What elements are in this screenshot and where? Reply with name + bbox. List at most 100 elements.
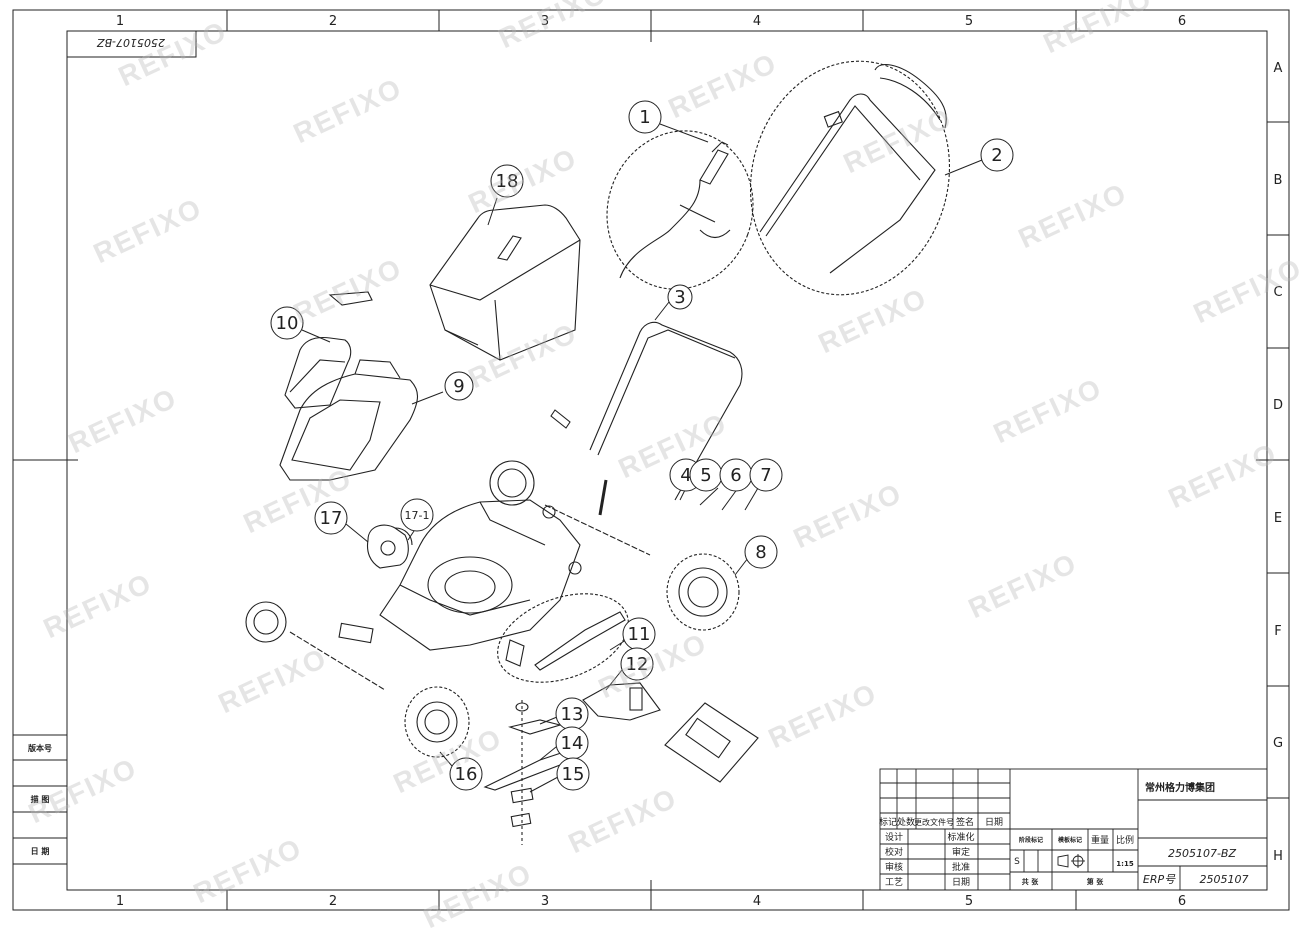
part-mulch-plug <box>582 682 661 721</box>
sign-mid-label: 标准化 <box>947 831 974 843</box>
drawing-number: 2505107-BZ <box>1168 847 1237 860</box>
callout-8: 8 <box>744 535 778 569</box>
grid-col-top-6: 6 <box>1178 14 1186 29</box>
rev-header: 日期 <box>985 817 1003 828</box>
callout-3: 3 <box>667 284 693 310</box>
callout-10: 10 <box>270 306 304 340</box>
callout-13: 13 <box>555 697 589 731</box>
stamp-date: 日 期 <box>31 846 50 856</box>
callout-number: 3 <box>674 287 685 308</box>
parts <box>245 60 951 845</box>
part-motor <box>366 524 413 569</box>
part-top-cover <box>279 359 419 481</box>
sheet-total: 共 张 <box>1022 877 1039 886</box>
sign-mid-label: 批准 <box>952 861 970 873</box>
grid-col-top-4: 4 <box>753 14 761 29</box>
callout-number: 5 <box>700 465 711 486</box>
erp-label: ERP号 <box>1143 873 1176 886</box>
grid-col-top-2: 2 <box>329 14 337 29</box>
grid-row-C: C <box>1273 285 1282 300</box>
callout-number: 7 <box>760 465 771 486</box>
drawing-number-box <box>66 30 197 58</box>
grid-col-top-1: 1 <box>116 14 124 29</box>
part-control-panel <box>664 702 759 783</box>
part-wheels <box>245 460 740 758</box>
grid-col-bottom-6: 6 <box>1178 894 1186 909</box>
part-grass-catcher <box>429 204 581 361</box>
sign-left-label: 校对 <box>885 846 903 858</box>
callout-number: 11 <box>628 624 651 645</box>
grid-row-D: D <box>1273 398 1283 413</box>
grid-row-B: B <box>1274 173 1283 188</box>
rev-header: 标记 <box>879 816 897 828</box>
callout-14: 14 <box>555 726 589 760</box>
left-stamp: 版本号 描 图 日 期 <box>13 734 67 865</box>
callout-18: 18 <box>490 164 524 198</box>
outer-border <box>12 9 1290 911</box>
rev-header: 处数 <box>897 816 915 828</box>
callout-11: 11 <box>622 617 656 651</box>
callout-12: 12 <box>620 647 654 681</box>
callout-number: 17-1 <box>405 509 430 522</box>
callout-number: 6 <box>730 465 741 486</box>
stage-label: 阶段标记 <box>1019 836 1043 844</box>
grid-col-bottom-3: 3 <box>541 894 549 909</box>
company-name: 常州格力博集团 <box>1145 781 1215 794</box>
rev-header: 签名 <box>956 816 974 828</box>
callout-number: 4 <box>680 465 691 486</box>
part-battery <box>284 291 373 409</box>
part-upper-handle <box>749 60 951 296</box>
stamp-version: 版本号 <box>27 743 52 753</box>
grid-row-E: E <box>1274 511 1282 526</box>
part-height-lever <box>497 593 629 683</box>
grid-col-bottom-1: 1 <box>116 894 124 909</box>
material-label: 模板标记 <box>1058 836 1082 844</box>
callout-15: 15 <box>556 757 590 791</box>
grid-row-G: G <box>1273 736 1283 751</box>
callout-16: 16 <box>449 757 483 791</box>
ratio-value: 1:15 <box>1116 860 1134 868</box>
grid-row-H: H <box>1273 849 1283 864</box>
title-block <box>879 768 1268 891</box>
grid-col-bottom-2: 2 <box>329 894 337 909</box>
callout-7: 7 <box>749 458 783 492</box>
callout-number: 10 <box>276 313 299 334</box>
grid-col-bottom-4: 4 <box>753 894 761 909</box>
grid-col-top-5: 5 <box>965 14 973 29</box>
callout-17: 17 <box>314 501 348 535</box>
part-deck <box>379 499 581 651</box>
callout-6: 6 <box>719 458 753 492</box>
part-lower-handle <box>550 321 743 501</box>
sign-mid-label: 审定 <box>952 846 970 858</box>
callout-number: 1 <box>639 107 650 128</box>
part-cable-switch <box>606 130 754 290</box>
callout-number: 2 <box>991 145 1002 166</box>
callout-9: 9 <box>444 371 474 401</box>
callout-number: 9 <box>453 376 464 397</box>
stage-value: S <box>1014 857 1020 867</box>
callout-2: 2 <box>980 138 1014 172</box>
sign-mid-label: 日期 <box>952 877 970 888</box>
column-dividers <box>226 10 1077 910</box>
callout-5: 5 <box>689 458 723 492</box>
callout-number: 8 <box>755 542 766 563</box>
callout-number: 16 <box>455 764 478 785</box>
sign-left-label: 审核 <box>885 861 903 873</box>
sign-left-label: 工艺 <box>885 877 903 888</box>
rev-header: 更改文件号 <box>914 817 954 827</box>
callout-number: 13 <box>561 704 584 725</box>
callout-17-1: 17-1 <box>400 498 434 532</box>
ratio-label: 比例 <box>1116 834 1134 846</box>
grid-col-top-3: 3 <box>541 14 549 29</box>
grid-row-A: A <box>1274 61 1283 76</box>
sign-left-label: 设计 <box>885 831 903 843</box>
weight-label: 重量 <box>1091 834 1109 846</box>
grid-row-F: F <box>1274 624 1281 639</box>
part-front-axle <box>544 479 651 556</box>
callout-number: 14 <box>561 733 584 754</box>
drawing-number-top: 2505107-BZ <box>97 36 166 49</box>
